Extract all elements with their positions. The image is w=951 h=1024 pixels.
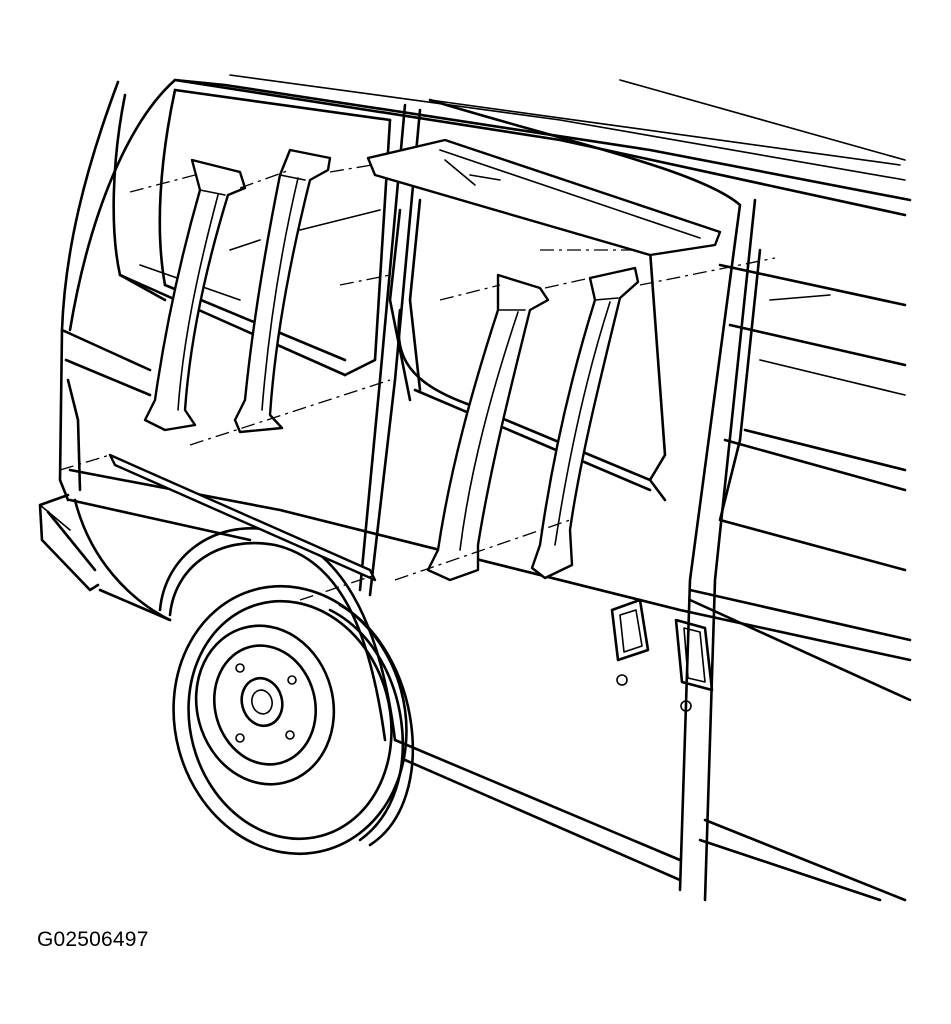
rear-body (40, 82, 150, 590)
rear-pillar-trim-left (145, 160, 245, 430)
door-handles (612, 600, 712, 711)
door-pillar-trim-right (532, 268, 638, 578)
leader-lines (60, 165, 775, 600)
door-pillar-trim-left (428, 275, 548, 580)
figure-id-label: G02506497 (37, 928, 149, 951)
sill-trim-strip (110, 455, 375, 580)
door-upper-trim (368, 140, 720, 255)
rear-quarter-window (114, 90, 390, 375)
body-side (70, 470, 910, 900)
door-frame (360, 100, 755, 900)
rear-pillar-trim-right (235, 150, 330, 432)
side-window (720, 250, 905, 570)
rear-wheel (144, 528, 436, 880)
roof-line (70, 75, 910, 330)
